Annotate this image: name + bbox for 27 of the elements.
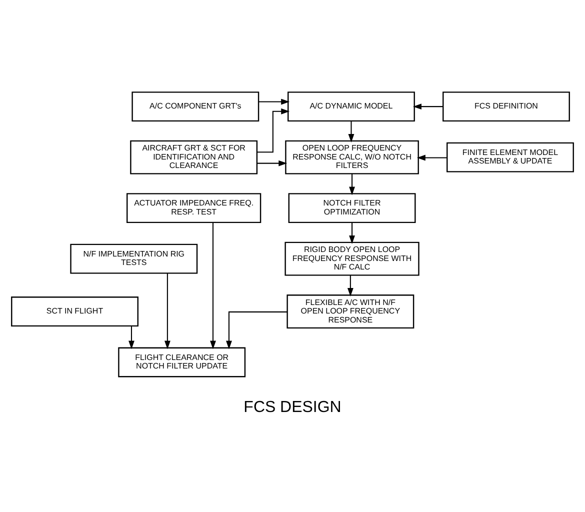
node-box: A/C DYNAMIC MODEL — [288, 92, 415, 122]
node-box: N/F IMPLEMENTATION RIG TESTS — [70, 244, 198, 274]
node-box: FCS DEFINITION — [442, 92, 570, 122]
arrow — [347, 275, 354, 297]
arrow — [257, 108, 290, 153]
node-box: SCT IN FLIGHT — [11, 296, 138, 327]
node-box: NOTCH FILTER OPTIMIZATION — [288, 193, 416, 224]
arrow — [258, 98, 290, 105]
arrow — [348, 120, 354, 142]
node-box: A/C COMPONENT GRT's — [132, 92, 260, 122]
arrow — [416, 154, 448, 161]
arrow — [210, 222, 216, 350]
arrow — [412, 104, 443, 110]
node-box: FLIGHT CLEARANCE OR NOTCH FILTER UPDATE — [118, 347, 246, 378]
node-box: OPEN LOOP FREQUENCY RESPONSE CALC, W/O NOTCH FILTERS — [285, 140, 419, 174]
caption: FCS DESIGN — [244, 398, 342, 416]
arrow — [226, 311, 288, 350]
arrow — [349, 174, 355, 196]
arrow — [164, 273, 170, 350]
node-box: FLEXIBLE A/C WITH N/F OPEN LOOP FREQUENCY RESPONSE — [286, 294, 414, 329]
node-box: AIRCRAFT GRT & SCT FOR IDENTIFICATION AND CLEARANCE — [130, 140, 258, 174]
node-box: RIGID BODY OPEN LOOP FREQUENCY RESPONSE WITH N/F CALC — [284, 242, 420, 276]
node-box: FINITE ELEMENT MODEL ASSEMBLY & UPDATE — [446, 142, 574, 172]
arrow — [349, 222, 355, 244]
arrow — [257, 160, 288, 166]
node-box: ACTUATOR IMPEDANCE FREQ. RESP. TEST — [126, 193, 262, 224]
arrow — [128, 326, 134, 350]
